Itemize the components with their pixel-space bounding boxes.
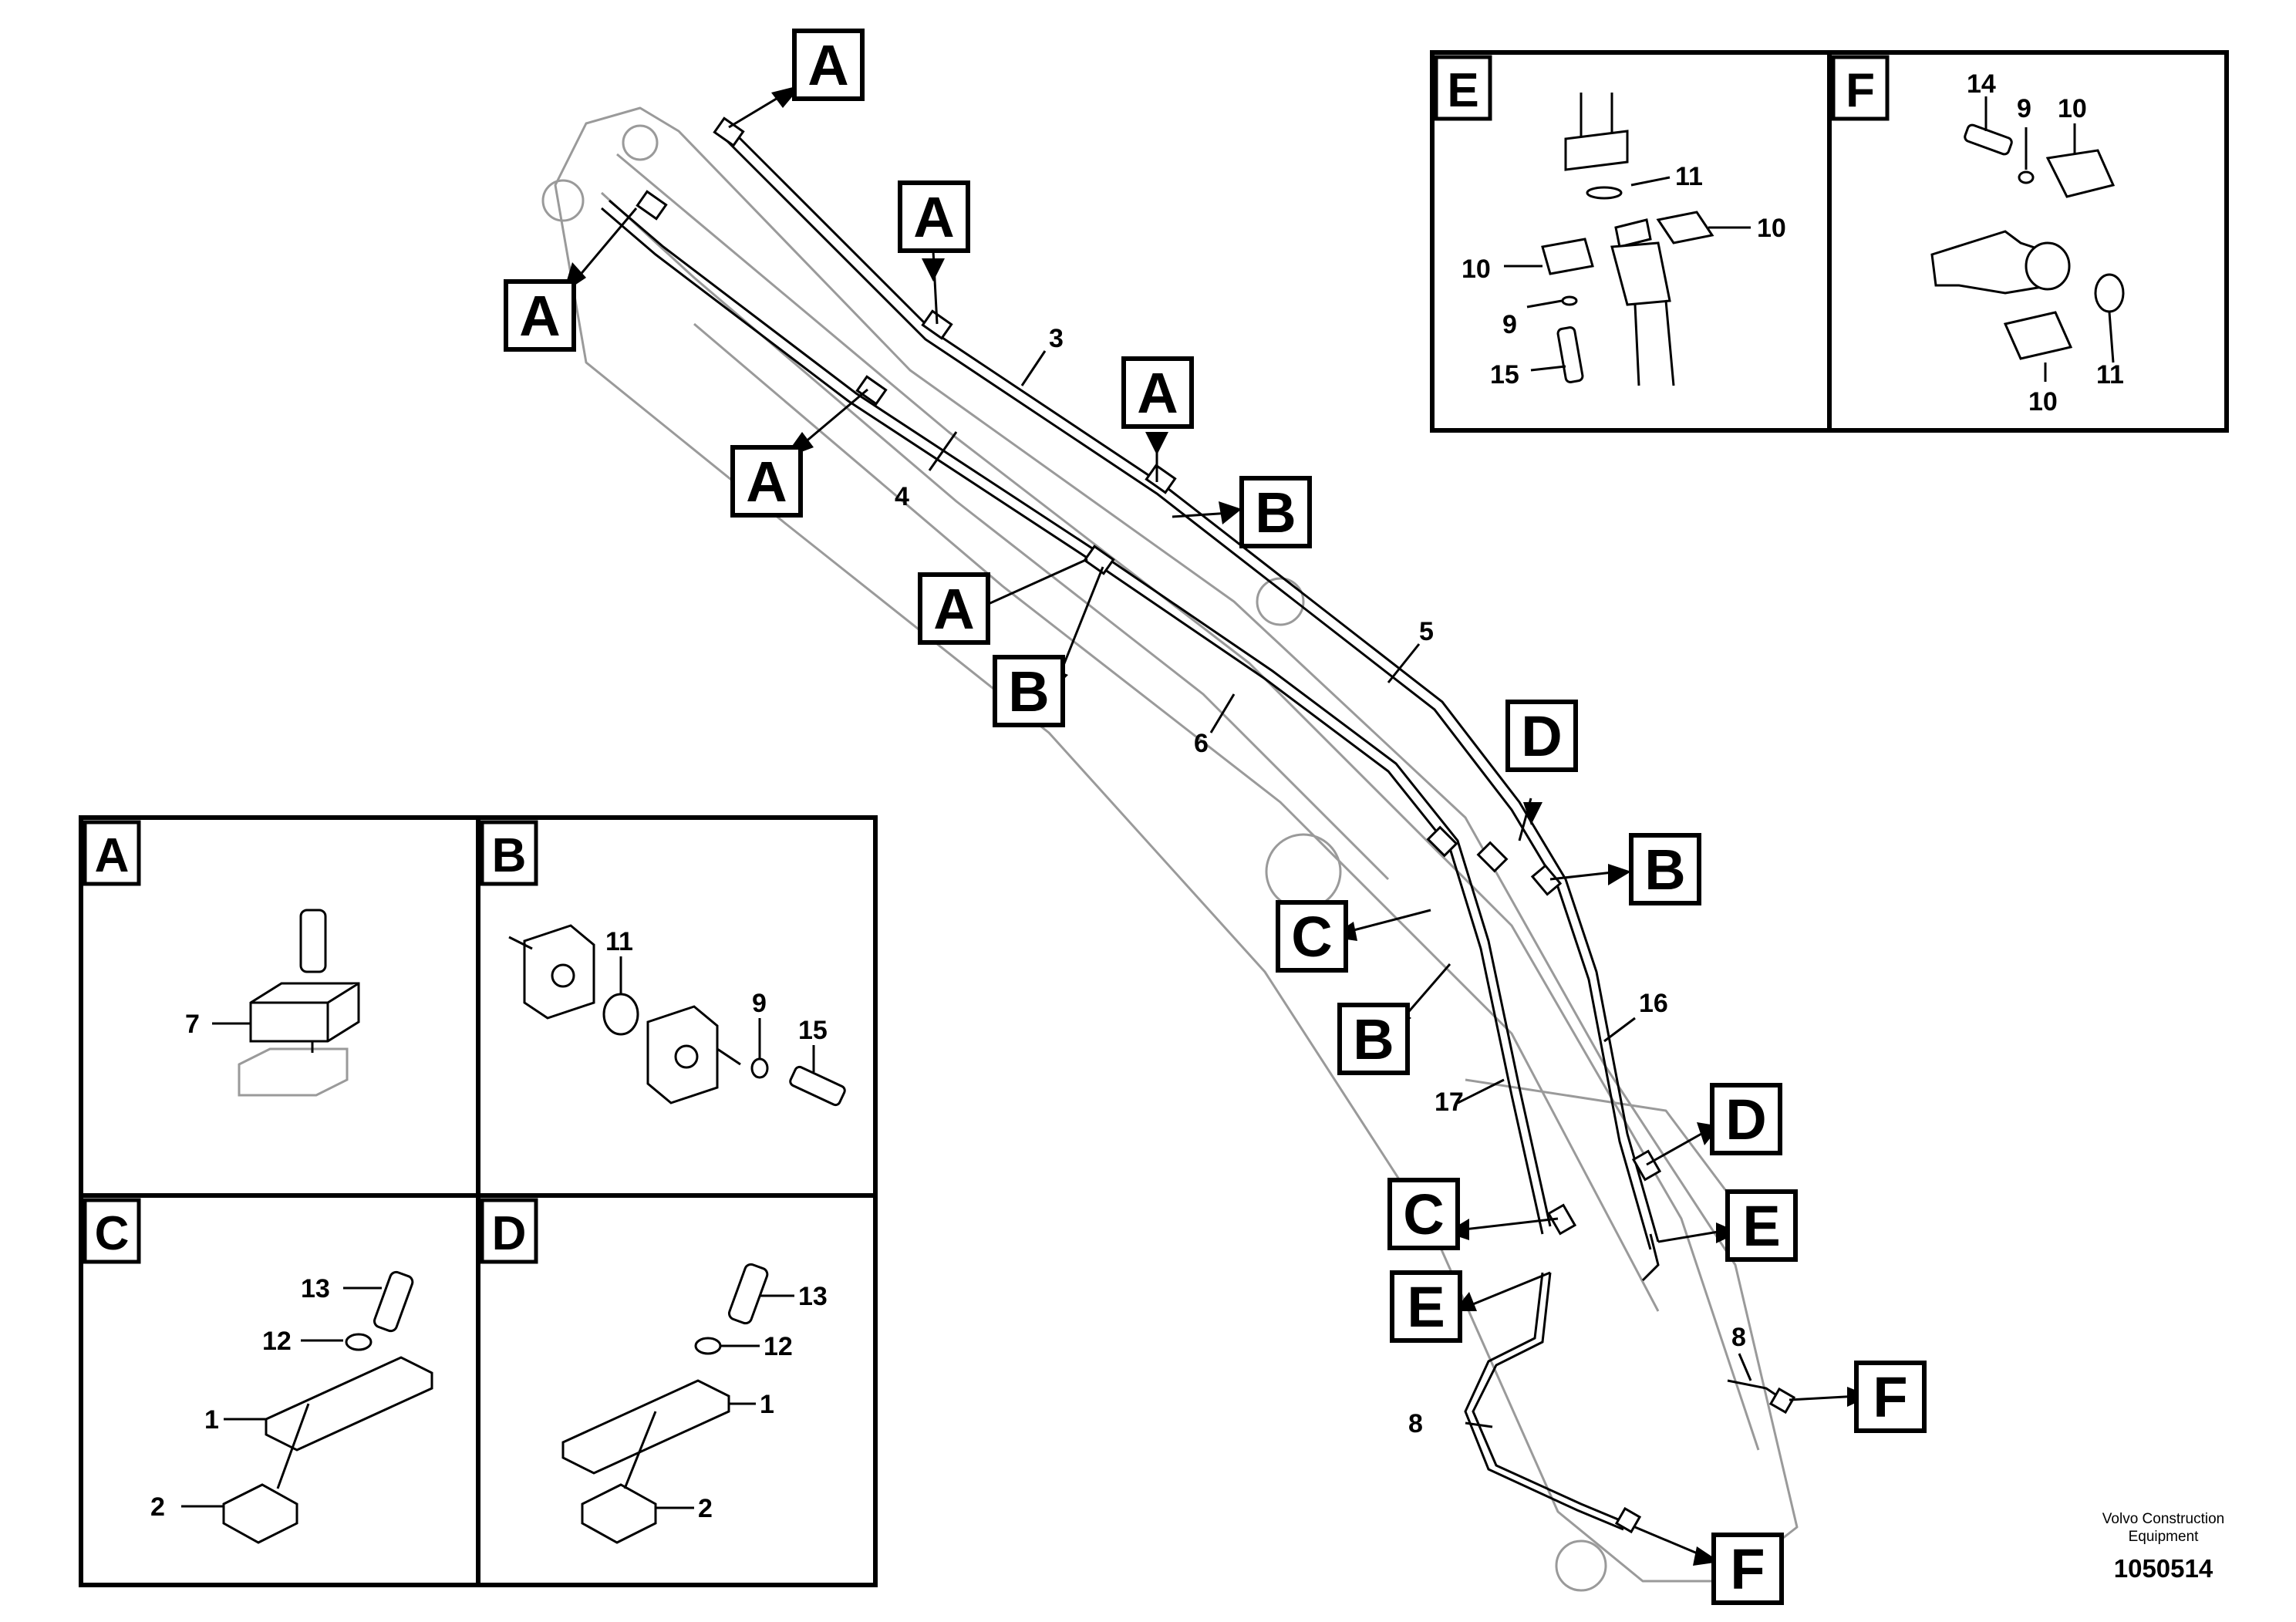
boom-structure [541,106,1799,1592]
callout-letter: B [1644,838,1685,902]
part-number: 14 [1967,69,1996,99]
callout-letter: A [1137,361,1178,425]
clamp-drawing [238,909,360,1097]
part-number: 11 [2096,360,2124,389]
callout-box: C [1276,900,1348,973]
callout-letter: B [1008,659,1049,723]
callout-box: B [1337,1003,1410,1075]
callout-box: B [1629,833,1701,905]
callout-box: B [993,655,1065,727]
part-number: 6 [1194,729,1209,758]
clamp-drawing [561,1263,769,1544]
part-number: 8 [1408,1409,1423,1438]
callout-letter: A [807,33,848,97]
detail-title: F [1846,64,1875,117]
detail-c: C 13 12 1 2 [83,1198,433,1544]
callout-letter: E [1407,1275,1445,1339]
part-number: 1 [204,1405,219,1435]
callout-letter: A [913,185,954,249]
part-number: 9 [1502,310,1517,339]
callout-box: C [1387,1178,1460,1250]
part-number: 9 [752,989,767,1018]
detail-title: A [95,829,130,882]
callout-letter: D [1521,704,1562,768]
footer-company-line2: Equipment [2129,1529,2200,1545]
part-number: 11 [1675,162,1703,191]
footer-company: Volvo Construction [2102,1511,2224,1527]
part-number: 11 [605,927,633,956]
callout-box: A [792,29,865,101]
part-number: 5 [1419,617,1434,646]
callout-letter: E [1742,1194,1780,1258]
callout-letter: C [1403,1182,1444,1246]
callout-letter: D [1725,1088,1766,1152]
detail-title: C [95,1207,130,1260]
callout-letter: F [1730,1537,1765,1601]
callout-box: A [504,279,576,352]
pipe-clamps [636,116,1796,1534]
detail-grid-right [1430,50,2229,433]
part-number: 4 [895,482,909,511]
callout-boxes: A A A A A A B B B B C C D D E E F F [504,29,1927,1605]
hydraulic-pipes [601,122,1790,1531]
part-number: 2 [150,1492,165,1522]
detail-e: E 11 10 10 9 15 [1434,55,1786,389]
callout-box: F [1711,1533,1784,1605]
part-number: 16 [1639,989,1668,1018]
footer: Volvo Construction Equipment 1050514 [2102,1511,2224,1583]
detail-f: F 14 9 10 10 11 [1831,55,2125,416]
callout-letter: B [1255,481,1296,545]
part-number: 10 [2028,387,2058,416]
detail-d: D 13 12 1 2 [480,1198,828,1544]
detail-b: B 11 9 15 [480,820,846,1107]
part-numbers: 3 4 5 6 16 17 8 8 [895,324,1746,1438]
part-number: 12 [262,1327,292,1356]
callout-box: E [1390,1270,1462,1343]
detail-grid-left [79,815,878,1587]
part-number: 7 [185,1010,200,1039]
part-number: 10 [2058,94,2087,123]
part-number: 2 [698,1494,713,1523]
detail-a: A 7 [83,820,360,1097]
callout-box: A [918,572,990,645]
drawing-id: 1050514 [2114,1554,2213,1583]
fitting-drawing [1930,123,2125,360]
callout-box: A [898,180,970,253]
callout-box: D [1505,700,1578,772]
callout-box: D [1710,1083,1782,1155]
part-number: 10 [1462,255,1491,284]
callout-letter: A [933,577,974,641]
callout-letter: C [1291,905,1332,969]
part-number: 17 [1435,1088,1464,1117]
detail-title: E [1447,64,1478,117]
callout-letter: F [1873,1365,1907,1429]
part-number: 1 [760,1390,774,1419]
part-number: 12 [764,1332,793,1361]
part-number: 13 [301,1274,330,1303]
callout-box: E [1725,1189,1798,1262]
flange-drawing [508,924,846,1107]
callout-letter: B [1353,1007,1394,1071]
part-number: 15 [798,1016,828,1045]
clamp-drawing [222,1270,433,1544]
detail-title: D [492,1207,527,1260]
callout-box: F [1854,1361,1927,1433]
callout-box: B [1239,476,1312,548]
callout-letter: A [519,284,560,348]
part-number: 15 [1490,360,1519,389]
callout-box: A [730,445,803,518]
detail-title: B [492,829,527,882]
part-number: 9 [2017,94,2031,123]
callout-letter: A [746,450,787,514]
part-number: 13 [798,1282,828,1311]
part-number: 3 [1049,324,1064,353]
part-number: 10 [1757,214,1786,243]
callout-box: A [1121,356,1194,429]
fitting-drawing [1541,93,1714,386]
arrowheads [563,85,1870,1566]
part-number: 8 [1731,1323,1746,1352]
